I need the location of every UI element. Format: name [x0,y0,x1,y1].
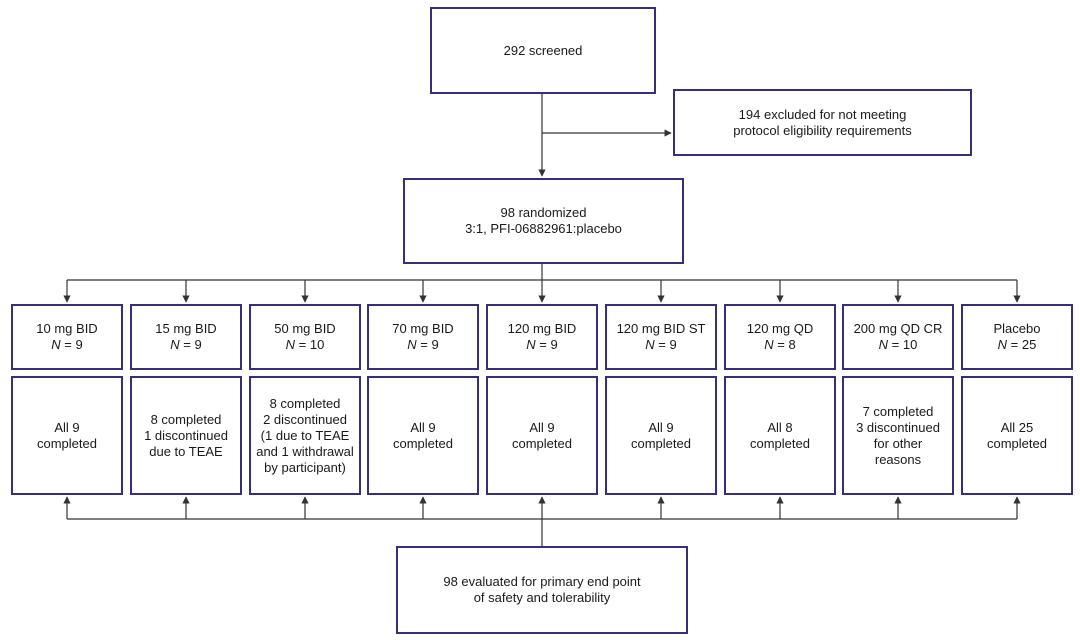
evaluated-line-1: 98 evaluated for primary end point [443,574,641,589]
arm-n-value: = 9 [420,337,439,352]
arm-dose: 120 mg QD [746,321,814,336]
arm-dose: 50 mg BID [274,321,336,336]
arm-outcome-line: for other [873,435,923,451]
arm-outcome-line: 2 discontinued [263,411,347,427]
screened-text: 292 screened [503,42,583,58]
arm-outcome-line: by participant) [264,459,346,475]
arm-outcome-line: All 9 [54,419,80,435]
arm-n: N = 8 [764,337,795,353]
arm-n-value: = 25 [1010,337,1037,352]
arm-outcome-line: All 9 [529,419,555,435]
excluded-line-1: 194 excluded for not meeting [738,106,907,122]
arm-dose: 120 mg BID [507,321,577,336]
arm-n-label: N [878,337,889,352]
arm-n: N = 9 [170,337,201,353]
excluded-line-2: protocol eligibility requirements [733,122,912,138]
arm-outcome-line: 8 completed [150,411,222,427]
arm-n-label: N [764,337,774,352]
arm-n-label: N [170,337,180,352]
arm-outcome-line: completed [37,435,97,451]
arm-outcome-line: completed [512,435,572,451]
arm-outcome-line: All 25 [1000,419,1034,435]
arm-n: N = 9 [645,337,676,353]
arm-n-value: = 9 [539,337,558,352]
arm-outcome-line: 8 completed [269,395,341,411]
arm-outcome-line: reasons [874,451,922,467]
arm-n: N = 10 [286,337,325,353]
arm-n: N = 9 [407,337,438,353]
arm-n: N = 10 [879,337,918,353]
arm-dose: 120 mg BID ST [616,321,706,336]
arm-n-label: N [526,337,536,352]
randomized-line-2: 3:1, PFI-06882961:placebo [465,221,622,236]
arm-outcome-line: 1 discontinued [144,427,228,443]
arm-outcome-line: completed [987,435,1047,451]
arm-n: N = 9 [526,337,557,353]
randomized-box: 98 randomized 3:1, PFI-06882961:placebo [403,178,684,264]
arm-outcome-line: All 9 [410,419,436,435]
screened-box: 292 screened [430,7,656,94]
arm-n-label: N [645,337,655,352]
arm-outcome-line: completed [631,435,691,451]
arm-n-value: = 9 [658,337,677,352]
arm-n-label: N [407,337,417,352]
arm-outcome-line: completed [393,435,453,451]
arm-outcome-line: 7 completed [862,403,934,419]
randomized-line-1: 98 randomized [500,205,587,220]
arm-outcome-line: All 8 [767,419,793,435]
arm-n-value: = 8 [777,337,796,352]
arm-n-label: N [51,337,61,352]
arm-outcome-line: and 1 withdrawal [256,443,354,459]
arm-dose: 10 mg BID [36,321,98,336]
arm-dose: 70 mg BID [392,321,454,336]
arm-dose: 200 mg QD CR [853,321,943,336]
arm-n-value: = 9 [183,337,202,352]
arm-outcome-line: (1 due to TEAE [260,427,350,443]
arm-outcome-line: 3 discontinued [856,419,940,435]
arm-n: N = 25 [998,337,1037,353]
arm-n-label: N [997,337,1008,352]
arm-n-value: = 10 [891,337,918,352]
arm-dose: 15 mg BID [155,321,217,336]
arm-outcome-line: All 9 [648,419,674,435]
evaluated-line-2: of safety and tolerability [473,590,611,605]
excluded-box: 194 excluded for not meeting protocol el… [673,89,972,156]
evaluated-box: 98 evaluated for primary end point of sa… [396,546,688,634]
arm-n: N = 9 [51,337,82,353]
arm-outcome-line: due to TEAE [149,443,223,459]
arm-n-value: = 9 [64,337,83,352]
arm-outcome-line: completed [750,435,810,451]
arm-dose: Placebo [993,321,1041,336]
arm-n-value: = 10 [298,337,325,352]
arm-n-label: N [285,337,296,352]
